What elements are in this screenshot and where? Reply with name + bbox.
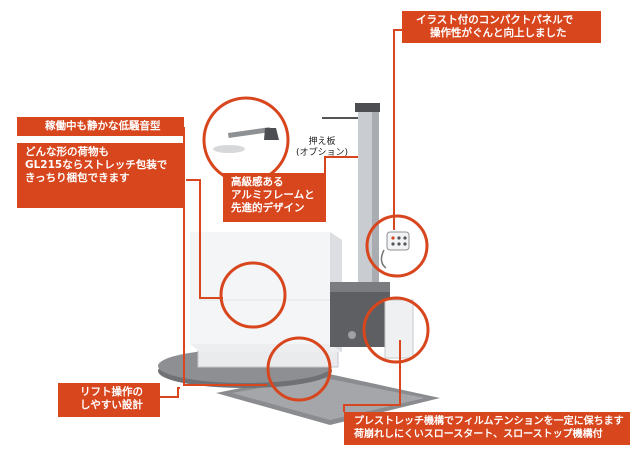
presser-plate-option: (オプション): [295, 148, 349, 158]
callout-stretch-line1: どんな形の荷物も: [25, 146, 109, 158]
callout-prestretch-line2: 荷崩れしにくいスロースタート、スローストップ機構付: [354, 429, 603, 440]
callout-frame-line1: 高級感ある: [231, 176, 284, 188]
presser-plate-caption: 押え板 (オプション): [292, 137, 352, 159]
callout-lift-line2: しやすい設計: [80, 399, 143, 411]
callout-frame-line3: 先進的デザイン: [231, 202, 305, 214]
callout-frame-line2: アルミフレームと: [231, 189, 315, 201]
callout-panel-line1: イラスト付のコンパクトパネルで: [416, 14, 574, 26]
callout-low-noise: 稼働中も静かな低騒音型: [17, 117, 184, 136]
callout-panel-line2: 操作性がぐんと向上しました: [430, 27, 567, 39]
callout-prestretch-line1: プレストレッチ機構でフィルムテンションを一定に保ちます: [354, 416, 624, 427]
callout-panel: イラスト付のコンパクトパネルで 操作性がぐんと向上しました: [402, 11, 601, 43]
callout-prestretch: プレストレッチ機構でフィルムテンションを一定に保ちます 荷崩れしにくいスロースタ…: [344, 412, 630, 445]
presser-plate-label: 押え板: [308, 137, 336, 147]
callout-lift: リフト操作の しやすい設計: [58, 383, 160, 417]
callout-stretch-line2: GL215ならストレッチ包装で: [25, 159, 168, 171]
callout-stretch-line3: きっちり梱包できます: [25, 172, 130, 184]
callout-lift-line1: リフト操作の: [80, 386, 143, 398]
callout-aluminum-frame: 高級感ある アルミフレームと 先進的デザイン: [223, 173, 326, 222]
callout-stretch-wrap: どんな形の荷物も GL215ならストレッチ包装で きっちり梱包できます: [17, 143, 184, 208]
callout-low-noise-text: 稼働中も静かな低騒音型: [45, 120, 161, 132]
